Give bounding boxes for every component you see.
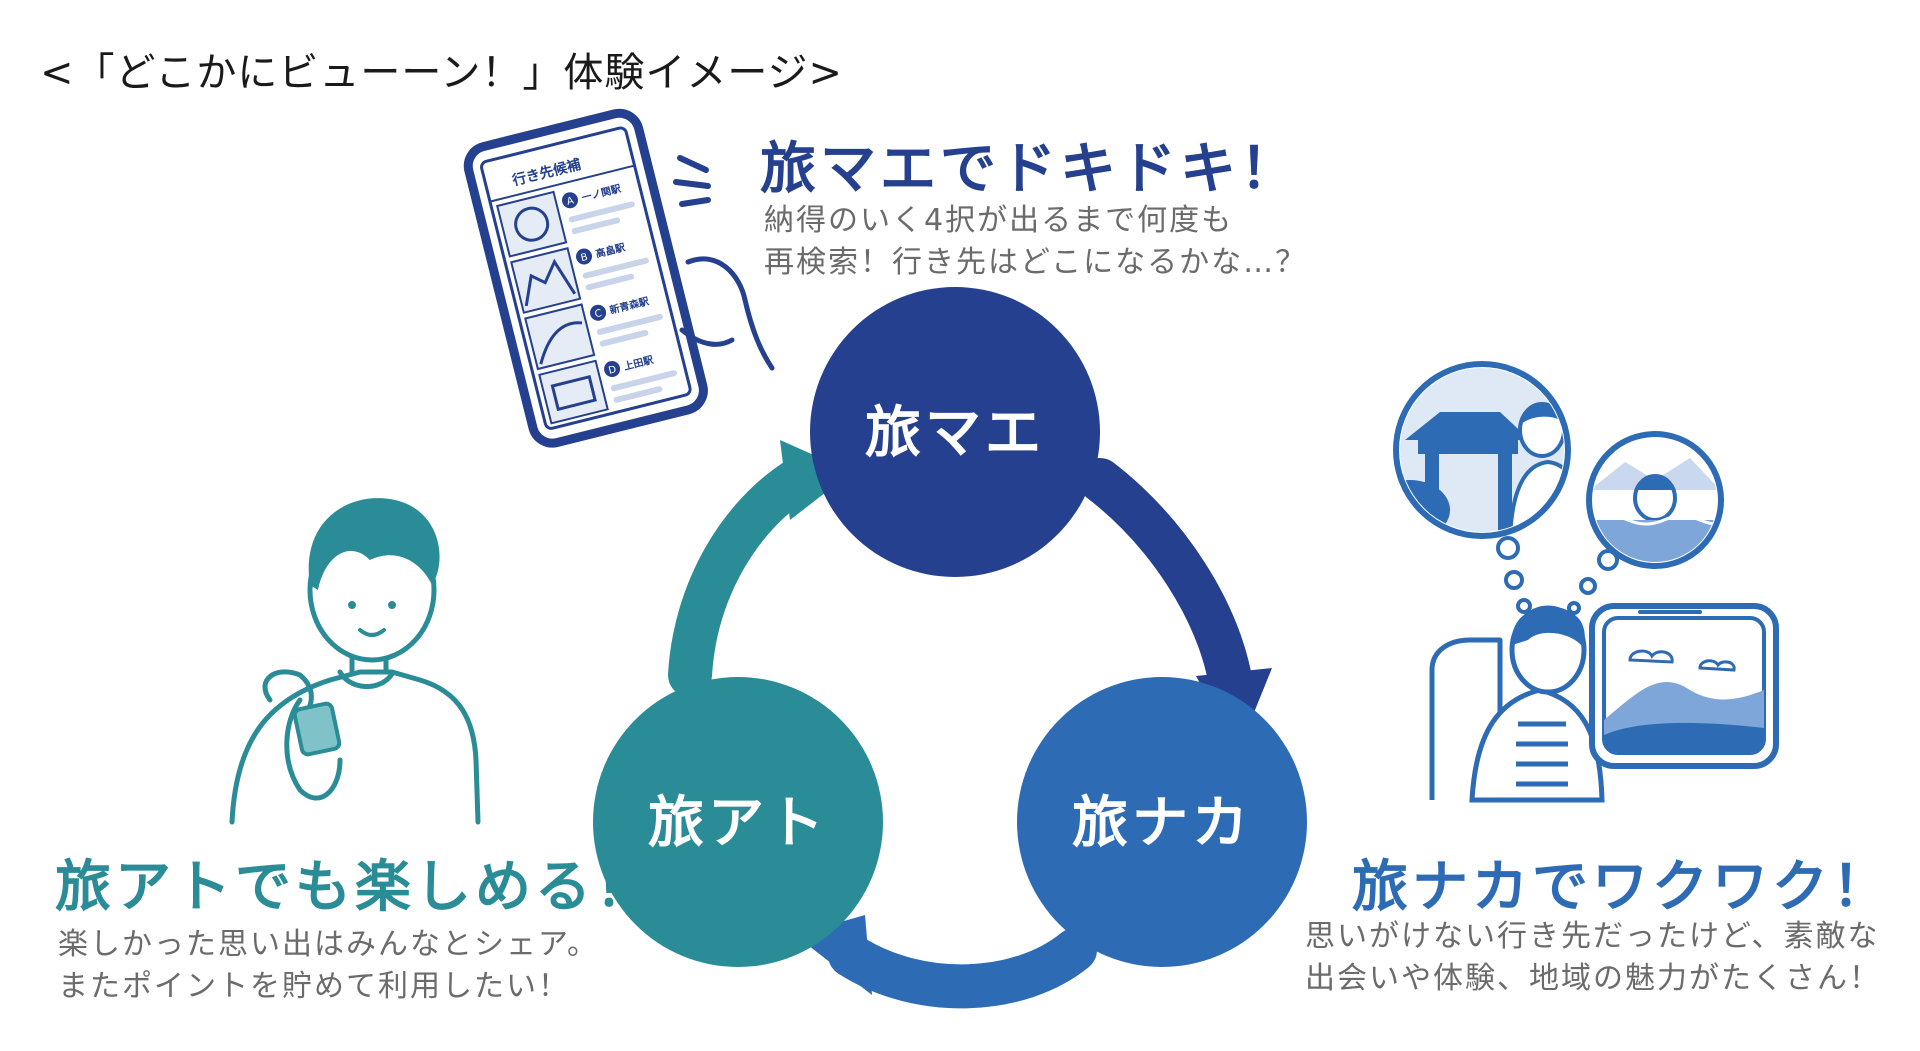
person-phone [292, 701, 342, 757]
headline-during: 旅ナカでワクワク！ [1352, 855, 1892, 920]
desc-before-line-1: 納得のいく4択が出るまで何度も [764, 203, 1234, 238]
svg-text:C: C [594, 308, 603, 320]
train-seat [1429, 637, 1503, 800]
train-window [1589, 603, 1779, 769]
person-head [307, 498, 440, 663]
stage-circle-before: 旅マエ [810, 287, 1100, 577]
phone-option-d: D 上田駅 [538, 353, 677, 425]
stage-circle-after: 旅アト [593, 677, 883, 967]
thought-dots [1496, 536, 1619, 615]
desc-after-line-2: またポイントを貯めて利用したい！ [58, 969, 570, 1004]
thought-bubble-small [1586, 431, 1724, 569]
circle-label-during: 旅ナカ [1072, 791, 1252, 856]
desc-before: 納得のいく4択が出るまで何度も 再検索！行き先はどこになるかな…？ [764, 200, 1307, 284]
desc-during: 思いがけない行き先だったけど、素敵な 出会いや体験、地域の魅力がたくさん！ [1305, 916, 1881, 1000]
stage-circle-during: 旅ナカ [1017, 677, 1307, 967]
person-illustration [229, 637, 481, 825]
phone-illustration: 行き先候補 A 一ノ関駅 B 高畠駅 C 新青森駅 [463, 108, 708, 448]
hand-outline [679, 256, 775, 371]
thought-bubble-large [1393, 361, 1571, 539]
svg-text:B: B [580, 252, 589, 264]
svg-text:D: D [607, 364, 617, 377]
headline-before: 旅マエでドキドキ！ [760, 137, 1300, 202]
svg-text:A: A [566, 195, 575, 207]
desc-before-line-2: 再検索！行き先はどこになるかな…？ [764, 245, 1308, 280]
circle-label-before: 旅マエ [865, 401, 1045, 466]
headline-after: 旅アトでも楽しめる！ [55, 855, 655, 920]
desc-during-line-1: 思いがけない行き先だったけど、素敵な [1305, 919, 1880, 954]
traveler-illustration [1469, 605, 1605, 803]
desc-after-line-1: 楽しかった思い出はみんなとシェア。 [58, 927, 599, 962]
circle-label-after: 旅アト [648, 791, 828, 856]
phone-option-b: B 高畠駅 [510, 240, 649, 314]
desc-after: 楽しかった思い出はみんなとシェア。 またポイントを貯めて利用したい！ [58, 924, 599, 1008]
desc-during-line-2: 出会いや体験、地域の魅力がたくさん！ [1305, 961, 1881, 996]
arrow-after-to-before [668, 440, 852, 697]
page-title: <「どこかにビューーン！」体験イメージ> [40, 50, 844, 96]
excitement-lines [673, 155, 711, 207]
